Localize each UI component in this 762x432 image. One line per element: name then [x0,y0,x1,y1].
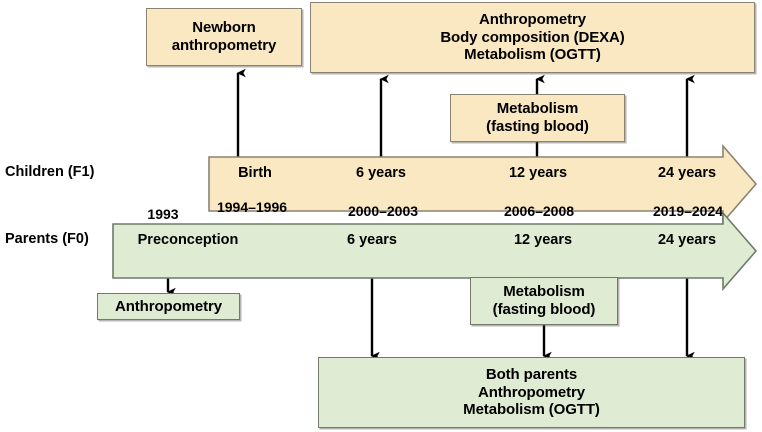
year-label-children-2: 2006–2008 [503,203,575,219]
timeline-stop-parents-0: Preconception [137,232,239,248]
year-label-children-1: 2000–2003 [347,203,419,219]
year-label-children-0: 1994–1996 [216,199,288,215]
box-parents-metabolism-fasting: Metabolism (fasting blood) [470,277,618,325]
timeline-stop-children-2: 12 years [508,165,568,181]
timeline-stop-children-0: Birth [238,165,272,181]
timeline-stop-parents-2: 12 years [513,232,573,248]
timeline-stop-children-1: 6 years [356,165,406,181]
box-line: Metabolism [503,283,585,301]
box-line: anthropometry [171,37,277,54]
box-line: (fasting blood) [486,118,589,135]
box-children-metabolism-fasting: Metabolism (fasting blood) [450,94,625,142]
row-label-children: Children (F1) [5,164,95,180]
box-line: Body composition (DEXA) [440,28,625,46]
box-parents-anthropometry: Anthropometry [97,293,240,320]
box-line: Anthropometry [114,297,223,315]
box-parents-assessments: Both parents Anthropometry Metabolism (O… [318,357,745,428]
box-line: Metabolism (OGTT) [463,401,600,419]
box-line: Both parents [485,365,578,383]
box-line: Metabolism [496,100,579,118]
box-line: Anthropometry [477,383,586,401]
box-children-assessments: Anthropometry Body composition (DEXA) Me… [310,2,755,73]
box-line: (fasting blood) [492,301,596,318]
row-label-parents: Parents (F0) [5,231,89,247]
box-line: Metabolism (OGTT) [464,46,601,64]
year-label-children-3: 2019–2024 [652,203,724,219]
box-line: Newborn [192,19,256,37]
timeline-stop-children-3: 24 years [657,165,717,181]
year-label-parents-0: 1993 [147,206,179,222]
timeline-stop-parents-3: 24 years [657,232,717,248]
box-newborn-anthropometry: Newborn anthropometry [146,8,302,66]
timeline-stop-parents-1: 6 years [347,232,397,248]
box-line: Anthropometry [478,10,587,28]
